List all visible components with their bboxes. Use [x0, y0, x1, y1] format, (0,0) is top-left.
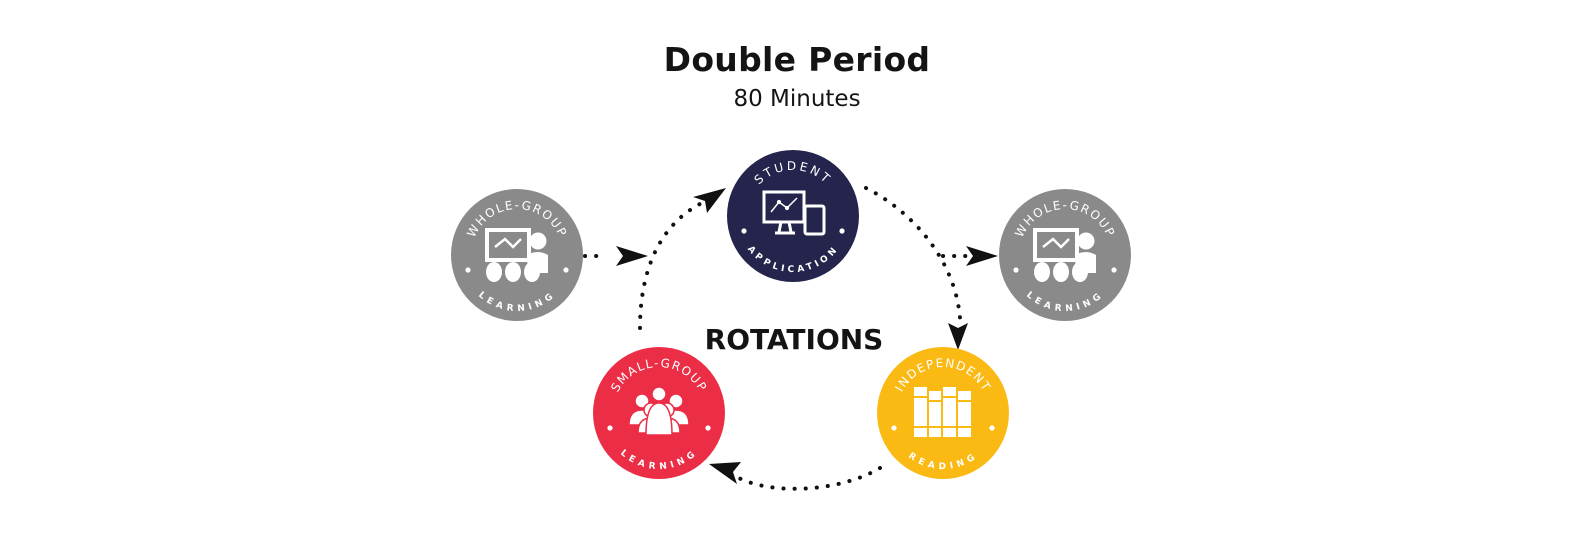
connector-student-to-independent — [864, 186, 962, 320]
badge-circle — [727, 150, 859, 282]
connector-independent-to-small — [733, 466, 882, 491]
connector-small-to-student — [638, 199, 708, 330]
connectors — [583, 186, 970, 491]
teacher-presentation-icon — [1033, 228, 1096, 282]
rotations-label: ROTATIONS — [705, 323, 884, 356]
computer-tablet-icon — [762, 190, 826, 236]
badge-independent-reading: INDEPENDENT READING — [877, 347, 1009, 479]
badge-student-application: STUDENT APPLICATION — [727, 150, 859, 282]
badge-whole-group-learning-right: WHOLE-GROUP LEARNING — [999, 189, 1131, 321]
badge-circle — [999, 189, 1131, 321]
arrowheads — [616, 188, 998, 484]
group-of-people-icon — [628, 386, 690, 436]
arrowhead — [966, 246, 998, 266]
arrowhead — [693, 188, 726, 213]
page-title: Double Period — [663, 40, 931, 79]
arrowhead — [616, 246, 648, 266]
badge-circle — [451, 189, 583, 321]
books-icon — [914, 387, 971, 437]
badge-small-group-learning: SMALL-GROUP LEARNING — [593, 347, 725, 479]
arrowhead — [709, 462, 741, 484]
badge-whole-group-learning-left: WHOLE-GROUP LEARNING — [451, 189, 583, 321]
page-subtitle: 80 Minutes — [733, 86, 861, 112]
arrowhead — [948, 323, 968, 350]
teacher-presentation-icon — [485, 228, 548, 282]
